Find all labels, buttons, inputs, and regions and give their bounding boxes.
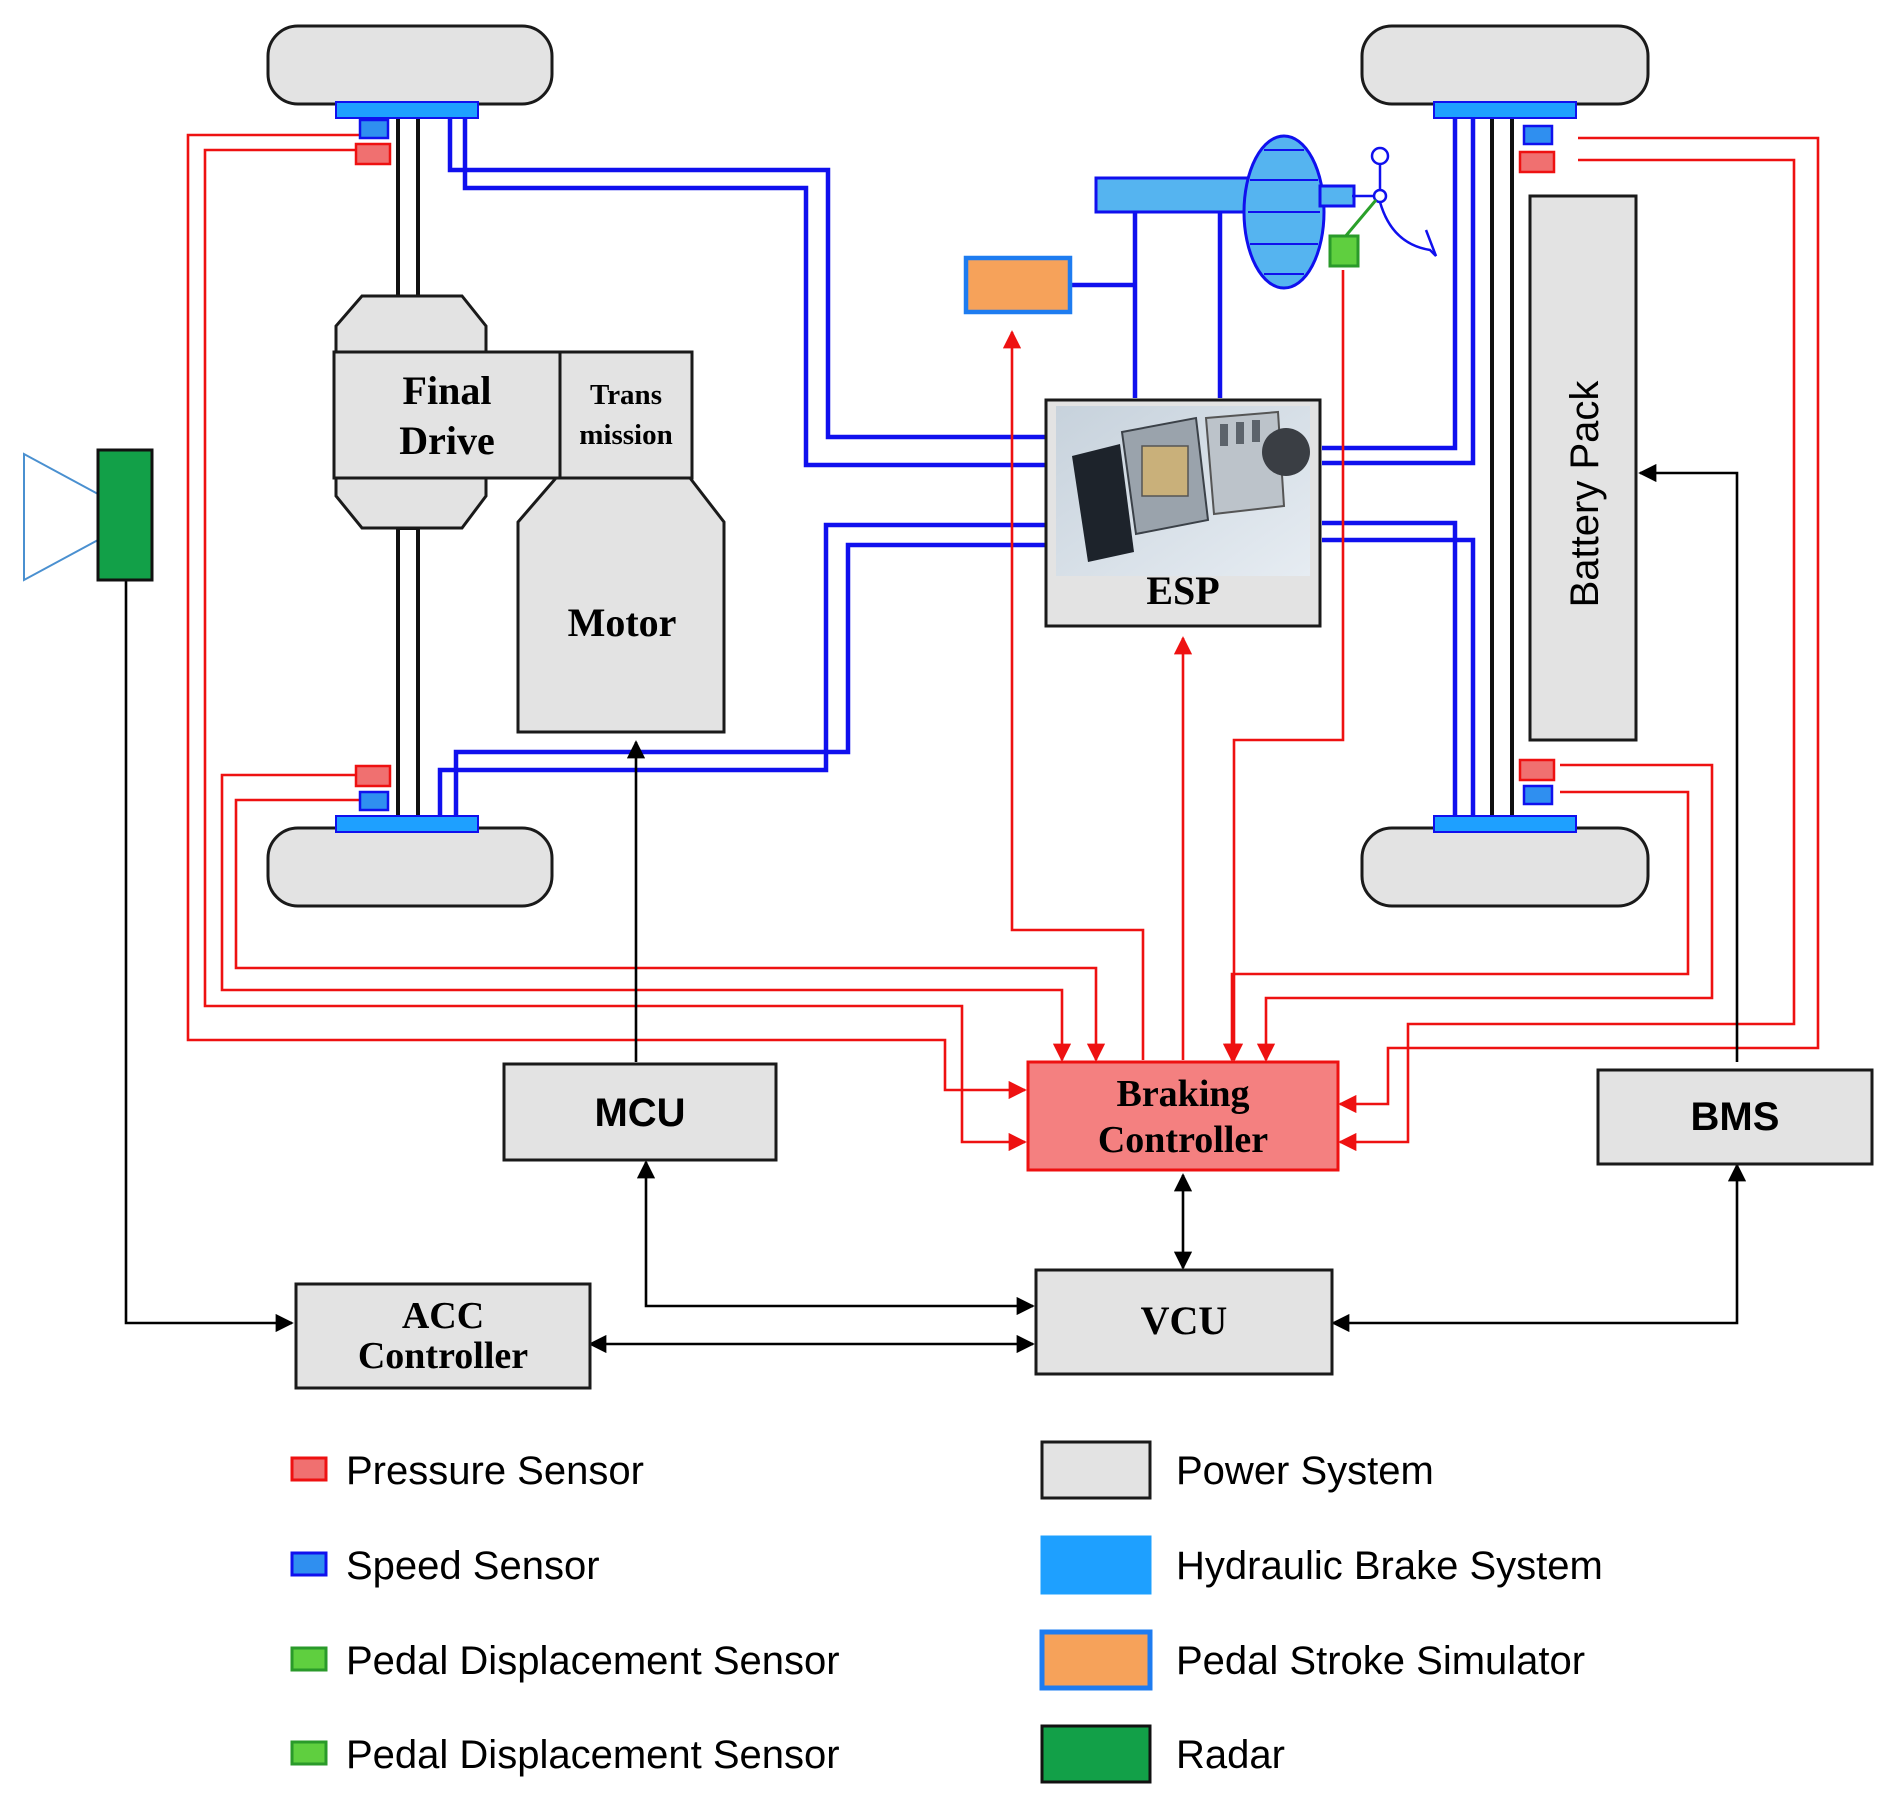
wheel-front-left (266, 24, 554, 106)
acc-controller-label: ACC (402, 1295, 484, 1337)
motor-box (516, 476, 726, 734)
transmission-box (558, 350, 694, 480)
final-drive-label: Final (403, 368, 492, 413)
legend-swatch (290, 1456, 328, 1482)
brake-disc-rl (335, 815, 479, 833)
signal-lines (186, 133, 1820, 1152)
braking-controller-label-2: Controller (1098, 1119, 1268, 1161)
transmission-label: Trans (590, 379, 662, 411)
bms-box (1596, 1068, 1874, 1166)
brake-disc-fr (1433, 101, 1577, 119)
legend-item: Radar (1040, 1724, 1285, 1784)
acc-controller-box (294, 1282, 592, 1390)
final-drive-box (332, 350, 562, 480)
wheel-rear-right (1360, 826, 1650, 908)
hydraulic-lines (437, 112, 1476, 825)
transmission-label-2: mission (579, 419, 672, 451)
bms-label: BMS (1691, 1095, 1780, 1139)
vcu-label: VCU (1141, 1298, 1228, 1343)
legend-label: Hydraulic Brake System (1176, 1544, 1603, 1588)
wheel-rear-left (266, 826, 554, 908)
control-lines (124, 463, 1747, 1354)
legend-swatch (1040, 1440, 1152, 1500)
mcu-box (502, 1062, 778, 1162)
speed-sensor-rl (358, 790, 390, 812)
legend-swatch (1039, 1629, 1153, 1691)
legend-item: Power System (1040, 1440, 1434, 1500)
legend-item: Hydraulic Brake System (1040, 1535, 1603, 1595)
legend-swatch (1040, 1535, 1152, 1595)
brake-disc-fl (335, 101, 479, 119)
braking-controller-label: Braking (1116, 1073, 1249, 1115)
pedal-displacement-sensor (1328, 234, 1360, 268)
pressure-sensor-fr (1518, 150, 1556, 174)
esp-photo (1056, 406, 1310, 576)
legend-label: Radar (1176, 1733, 1285, 1777)
pedal-linkage (1342, 199, 1378, 239)
brake-booster (1242, 134, 1326, 290)
pedal-stroke-simulator (963, 255, 1073, 315)
wheel-front-right (1360, 24, 1650, 106)
legend-swatch (290, 1740, 328, 1766)
legend-item: Pedal Displacement Sensor (290, 1639, 840, 1683)
pressure-sensor-rl (354, 764, 392, 788)
legend-label: Pedal Displacement Sensor (346, 1733, 840, 1777)
legend-label: Pedal Displacement Sensor (346, 1639, 840, 1683)
legend-label: Power System (1176, 1449, 1434, 1493)
speed-sensor-rr (1522, 784, 1554, 806)
legend-swatch (290, 1646, 328, 1672)
radar-beam (23, 452, 99, 582)
master-cylinder (1094, 176, 1262, 214)
legend-item: Pedal Displacement Sensor (290, 1733, 840, 1777)
legend-label: Pressure Sensor (346, 1449, 644, 1493)
speed-sensor-fr (1522, 124, 1554, 146)
motor-label: Motor (568, 600, 677, 645)
legend-label: Speed Sensor (346, 1544, 600, 1588)
brake-disc-rr (1433, 815, 1577, 833)
vcu-box (1034, 1268, 1334, 1376)
brake-pedal (1352, 146, 1438, 257)
final-drive-label-2: Drive (399, 418, 495, 463)
esp-label: ESP (1146, 568, 1219, 613)
braking-controller-box (1026, 1060, 1340, 1172)
speed-sensor-fl (358, 118, 390, 140)
battery-pack (1528, 194, 1638, 742)
legend-label: Pedal Stroke Simulator (1176, 1639, 1585, 1683)
legend-swatch (1040, 1724, 1152, 1784)
mcu-label: MCU (594, 1091, 685, 1135)
battery-pack-label: Battery Pack (1563, 380, 1607, 608)
legend-swatch (290, 1551, 328, 1577)
pressure-sensor-rr (1518, 758, 1556, 782)
pressure-sensor-fl (354, 142, 392, 166)
right-axle (1490, 110, 1514, 824)
legend-item: Pressure Sensor (290, 1449, 644, 1493)
pushrod (1318, 184, 1356, 208)
acc-controller-label-2: Controller (358, 1335, 528, 1377)
legend-item: Speed Sensor (290, 1544, 600, 1588)
legend-item: Pedal Stroke Simulator (1039, 1629, 1585, 1691)
radar (96, 448, 154, 582)
